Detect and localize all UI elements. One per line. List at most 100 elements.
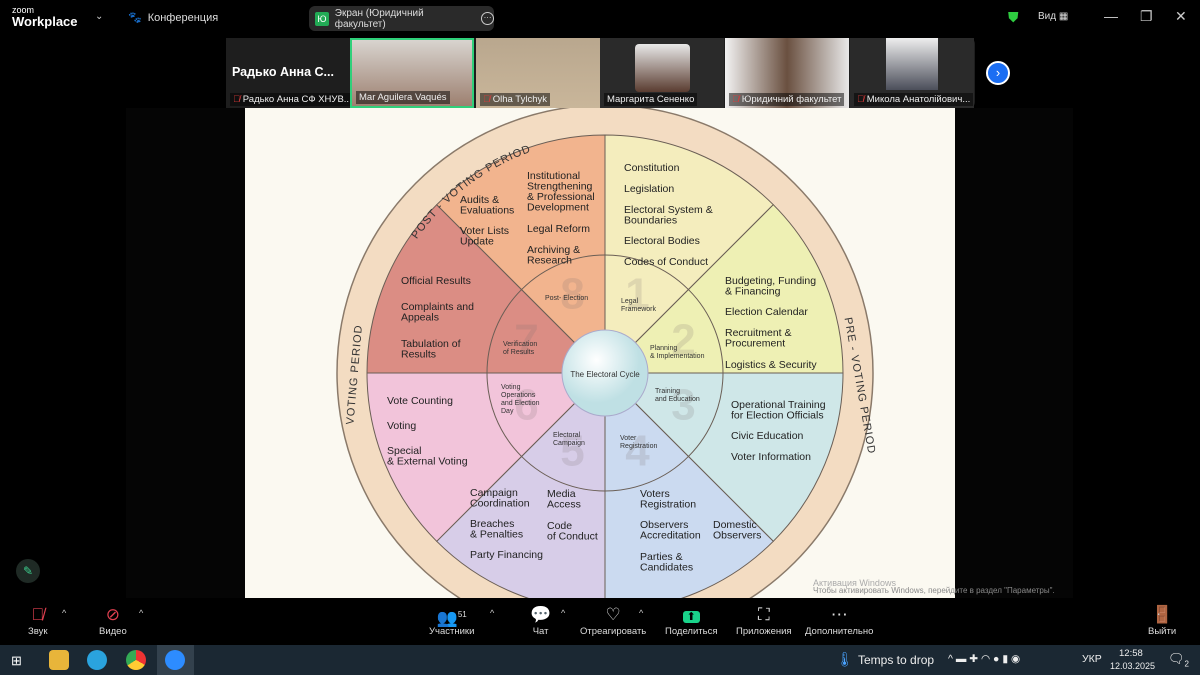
restore-button[interactable]: ❐ xyxy=(1140,8,1153,24)
next-page-button[interactable]: › xyxy=(986,61,1010,85)
center-label: The Electoral Cycle xyxy=(570,370,640,379)
sector-item: Results xyxy=(401,349,436,361)
audio-options-caret[interactable]: ^ xyxy=(62,608,67,618)
heart-icon: ♡ xyxy=(605,605,621,624)
sector-item: Boundaries xyxy=(624,215,677,227)
inner-sector-label: Operations xyxy=(501,392,536,399)
participant-tile[interactable]: 🎙̸ Olha Tylchyk xyxy=(476,38,600,108)
center-circle xyxy=(561,329,649,417)
chat-button[interactable]: 💬Чат xyxy=(530,604,551,637)
sector-item: Logistics & Security xyxy=(725,359,817,371)
participant-photo xyxy=(886,38,938,90)
mic-muted-icon: 🎙̸ xyxy=(732,94,740,105)
thermometer-icon: 🌡 xyxy=(836,651,854,667)
notification-count: 2 xyxy=(1184,659,1189,669)
inner-sector-label: Campaign xyxy=(553,440,585,447)
chat-options-caret[interactable]: ^ xyxy=(561,608,566,618)
participant-tile[interactable]: Радько Анна С... 🎙̸ Радько Анна СФ ХНУВ.… xyxy=(226,38,350,108)
sector-number: 2 xyxy=(671,315,695,364)
sector-item: Institutional xyxy=(527,170,580,182)
meeting-info-button[interactable]: 🐾Конференция xyxy=(128,11,218,24)
sector-item: Strengthening xyxy=(527,181,593,193)
windows-taskbar: ⊞ 🌡 Temps to drop ^ ▬ ✚ ◠ ● ▮ ◉ УКР 12:5… xyxy=(0,645,1200,675)
sharer-avatar: Ю xyxy=(315,11,329,26)
sector-item: Registration xyxy=(640,499,696,511)
sector-item: Voters xyxy=(640,488,670,500)
sector-item: Evaluations xyxy=(460,205,514,217)
mic-muted-icon: 🎙̸ xyxy=(233,94,241,105)
sector-item: Legal Reform xyxy=(527,223,590,235)
chevron-down-icon[interactable]: ⌄ xyxy=(95,11,104,22)
video-options-caret[interactable]: ^ xyxy=(139,608,144,618)
shield-check-icon[interactable]: ⛊ xyxy=(1008,9,1019,25)
weather-widget[interactable]: Temps to drop xyxy=(858,653,935,667)
sector-item: Observers xyxy=(713,530,761,542)
sector-item: Recruitment & xyxy=(725,327,792,339)
more-options-icon[interactable]: ··· xyxy=(481,12,494,25)
sector-item: Election Calendar xyxy=(725,306,808,318)
audio-button[interactable]: 🎙̸Звук xyxy=(28,604,47,637)
apps-icon: ⛶ xyxy=(757,605,770,624)
view-button[interactable]: Вид ▦ xyxy=(1038,11,1068,22)
sector-item: Electoral System & xyxy=(624,204,713,216)
sector-item: Civic Education xyxy=(731,430,804,442)
clock-date[interactable]: 12.03.2025 xyxy=(1110,661,1156,671)
sector-item: Code xyxy=(547,520,572,532)
telegram-icon[interactable] xyxy=(87,650,107,670)
file-explorer-icon[interactable] xyxy=(49,650,69,670)
tray-icons[interactable]: ^ ▬ ✚ ◠ ● ▮ ◉ xyxy=(948,653,1021,665)
sector-item: Vote Counting xyxy=(387,395,453,407)
inner-sector-label: Verification xyxy=(503,341,537,348)
inner-sector-label: and Education xyxy=(655,396,700,403)
more-button[interactable]: ⋯Дополнительно xyxy=(805,604,873,637)
zoom-logo-small: zoom xyxy=(12,5,35,15)
participant-tile-active-speaker[interactable]: Mar Aguilera Vaqués xyxy=(350,38,474,108)
clock-time[interactable]: 12:58 xyxy=(1119,648,1143,659)
inner-sector-label: Registration xyxy=(620,443,657,450)
sector-item: Media xyxy=(547,488,576,500)
apps-button[interactable]: ⛶Приложения xyxy=(736,604,792,637)
leave-icon: 🚪 xyxy=(1151,605,1173,624)
sector-number: 8 xyxy=(560,270,584,319)
sector-number: 3 xyxy=(671,381,695,430)
sector-item: Candidates xyxy=(640,562,693,574)
sector-number: 5 xyxy=(560,426,584,475)
paw-icon: 🐾 xyxy=(128,12,142,24)
view-label: Вид xyxy=(1038,11,1057,22)
participants-options-caret[interactable]: ^ xyxy=(490,608,495,618)
participant-tile[interactable]: Маргарита Сененко xyxy=(600,38,724,108)
sector-8 xyxy=(436,134,606,375)
react-options-caret[interactable]: ^ xyxy=(639,608,644,618)
inner-sector-label: Voting xyxy=(501,384,521,391)
chrome-icon[interactable] xyxy=(126,650,146,670)
sector-item: for Election Officials xyxy=(731,410,824,422)
language-indicator[interactable]: УКР xyxy=(1082,653,1102,665)
notifications-icon[interactable]: 🗨2 xyxy=(1168,651,1189,669)
sector-number: 6 xyxy=(514,381,538,430)
inner-sector-label: Voter xyxy=(620,435,637,442)
leave-label: Выйти xyxy=(1148,626,1177,637)
annotate-pencil-icon[interactable]: ✎ xyxy=(16,559,40,583)
screen-share-indicator[interactable]: Ю Экран (Юридичний факультет) ··· xyxy=(309,6,494,31)
audio-label: Звук xyxy=(28,626,48,637)
close-button[interactable]: ✕ xyxy=(1175,8,1187,24)
grid-icon: ▦ xyxy=(1058,11,1069,22)
sector-item: & Financing xyxy=(725,286,781,298)
share-button[interactable]: ⬆Поделиться xyxy=(665,604,717,637)
zoom-logo: Workplace xyxy=(12,14,78,29)
video-button[interactable]: ⊘Видео xyxy=(99,604,127,637)
sector-item: Party Financing xyxy=(470,549,543,561)
sector-item: Research xyxy=(527,255,572,267)
sector-item: Tabulation of xyxy=(401,338,461,350)
windows-start-icon[interactable]: ⊞ xyxy=(11,653,22,668)
participant-tile[interactable]: 🎙̸ Юридичний факультет xyxy=(725,38,849,108)
sector-2 xyxy=(603,204,844,374)
chat-label: Чат xyxy=(532,626,549,637)
leave-button[interactable]: 🚪 Выйти xyxy=(1148,604,1176,637)
participant-tile[interactable]: 🎙̸ Микола Анатолійович... xyxy=(850,38,974,108)
zoom-taskbar-button[interactable] xyxy=(157,645,194,675)
react-button[interactable]: ♡Отреагировать xyxy=(580,604,646,637)
minimize-button[interactable]: — xyxy=(1104,8,1118,24)
